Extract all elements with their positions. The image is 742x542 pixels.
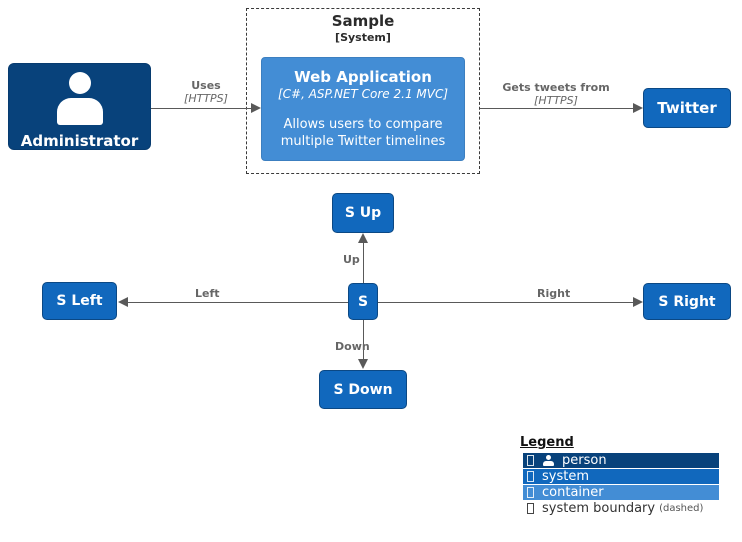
node-s-down: S Down: [319, 370, 407, 409]
missing-glyph-icon: [527, 487, 534, 498]
legend-label: container: [542, 485, 604, 500]
legend-label: person: [562, 453, 607, 468]
edge-gets-tweets-text: Gets tweets from: [502, 81, 610, 94]
edge-up-line: [363, 242, 364, 283]
administrator-label: Administrator: [20, 132, 139, 150]
edge-right-line: [378, 302, 634, 303]
person-icon-body: [56, 98, 103, 125]
legend-row-system-boundary: system boundary (dashed): [523, 501, 719, 516]
node-s-right: S Right: [643, 283, 731, 320]
legend-title: Legend: [520, 435, 574, 450]
node-twitter: Twitter: [643, 88, 731, 128]
arrowhead-left-icon: [118, 297, 128, 307]
edge-uses-label: Uses [HTTPS]: [184, 79, 228, 105]
web-application-description: Allows users to compare multiple Twitter…: [280, 117, 446, 149]
edge-down-label: Down: [335, 340, 370, 353]
boundary-title: Sample: [331, 12, 395, 30]
arrowhead-right-icon: [251, 103, 261, 113]
legend-dashed-note: (dashed): [659, 503, 704, 514]
person-icon: [542, 455, 554, 466]
edge-uses-text: Uses: [191, 79, 221, 92]
person-icon-head: [546, 455, 551, 460]
edge-uses-tech: [HTTPS]: [184, 92, 228, 105]
legend-label: system: [542, 469, 589, 484]
edge-gets-tweets-tech: [HTTPS]: [534, 94, 578, 107]
missing-glyph-icon: [527, 503, 534, 514]
legend-row-person: person: [523, 453, 719, 468]
edge-uses-line: [151, 108, 253, 109]
edge-right-label: Right: [537, 287, 571, 300]
web-application-title: Web Application: [294, 68, 432, 86]
node-administrator: Administrator: [8, 63, 151, 150]
edge-gets-tweets-label: Gets tweets from [HTTPS]: [502, 81, 609, 107]
arrowhead-up-icon: [358, 233, 368, 243]
legend-label: system boundary: [542, 501, 656, 516]
node-s-up: S Up: [332, 193, 394, 233]
web-application-technology: [C#, ASP.NET Core 2.1 MVC]: [277, 87, 449, 101]
system-boundary-sample: Sample [System]: [246, 8, 480, 174]
node-s: S: [348, 283, 378, 320]
person-icon: [56, 72, 103, 128]
edge-up-label: Up: [343, 253, 360, 266]
edge-gets-tweets-line: [480, 108, 635, 109]
arrowhead-right-icon: [633, 103, 643, 113]
person-icon-body: [543, 461, 554, 466]
edge-left-line: [127, 302, 348, 303]
node-s-left: S Left: [42, 282, 117, 320]
missing-glyph-icon: [527, 471, 534, 482]
legend-row-system: system: [523, 469, 719, 484]
missing-glyph-icon: [527, 455, 534, 466]
edge-left-label: Left: [195, 287, 220, 300]
arrowhead-down-icon: [358, 359, 368, 369]
legend-row-container: container: [523, 485, 719, 500]
node-web-application: Web Application [C#, ASP.NET Core 2.1 MV…: [261, 57, 465, 161]
edge-down-line: [363, 320, 364, 360]
boundary-subtitle: [System]: [335, 31, 391, 44]
person-icon-head: [68, 72, 91, 94]
arrowhead-right-icon: [633, 297, 643, 307]
legend: Legend person system container system bo…: [520, 435, 722, 517]
